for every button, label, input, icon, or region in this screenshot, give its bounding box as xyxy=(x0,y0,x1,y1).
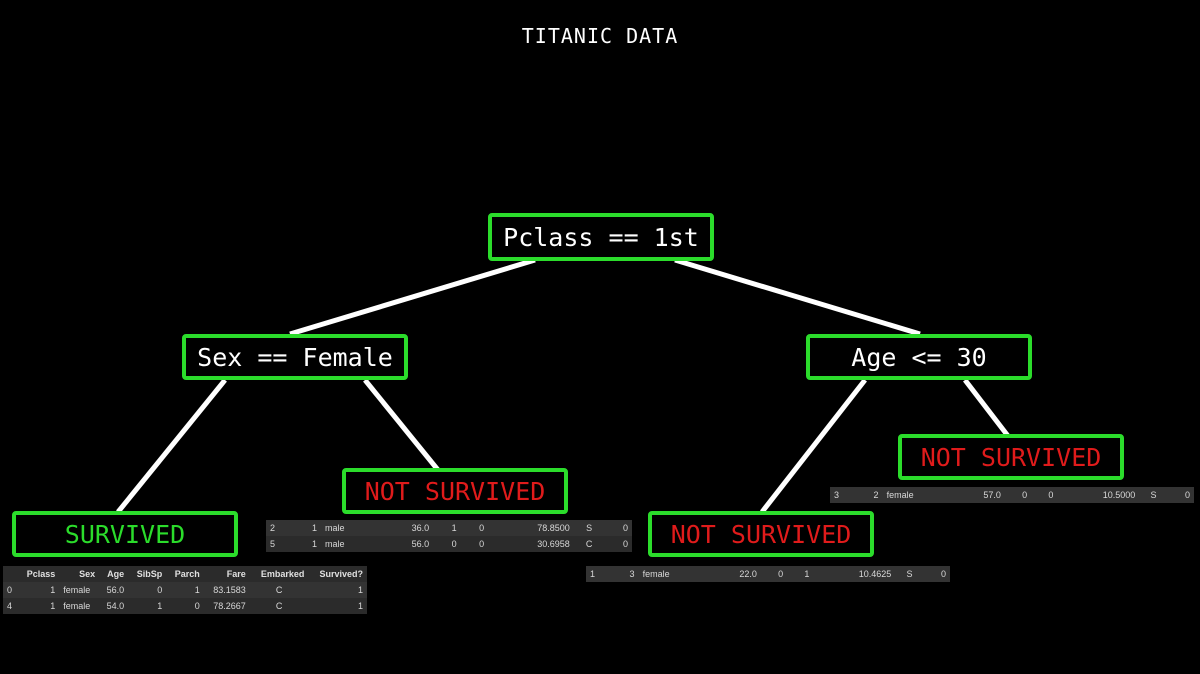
table-row: 4 1 female 54.0 1 0 78.2667 C 1 xyxy=(3,598,367,614)
table-cell: 1 xyxy=(787,566,814,582)
survived-table: Pclass Sex Age SibSp Parch Fare Embarked… xyxy=(3,566,367,614)
table-cell: male xyxy=(325,539,345,549)
edge-right-left-notsurvived xyxy=(760,378,867,514)
table-row: 5 1 male 56.0 0 0 30.6958 C 0 xyxy=(266,536,632,552)
table-cell: female xyxy=(63,601,91,611)
root-node: Pclass == 1st xyxy=(488,213,714,261)
table-header: Age xyxy=(107,569,125,579)
table-cell: 0 xyxy=(1031,487,1058,503)
table-row: 2 1 male 36.0 1 0 78.8500 S 0 xyxy=(266,520,632,536)
table-cell: 22.0 xyxy=(709,566,761,582)
right-left-not-survived-table: 1 3 female 22.0 0 1 10.4625 S 0 xyxy=(586,566,950,582)
table-cell: 56.0 xyxy=(411,539,430,549)
table-cell: 3 xyxy=(830,487,857,503)
table-cell: S xyxy=(895,566,924,582)
table-cell: 1 xyxy=(17,582,60,598)
table-header: Pclass xyxy=(26,569,56,579)
table-cell: 1 xyxy=(311,539,317,549)
table-cell: female xyxy=(638,566,710,582)
sex-node: Sex == Female xyxy=(182,334,408,380)
table-cell: C xyxy=(585,539,593,549)
table-row: 0 1 female 56.0 0 1 83.1583 C 1 xyxy=(3,582,367,598)
table-cell: 1 xyxy=(50,601,56,611)
table-cell: 0 xyxy=(760,566,788,582)
age-node: Age <= 30 xyxy=(806,334,1032,380)
table-header: SibSp xyxy=(136,569,163,579)
table-row: 3 2 female 57.0 0 0 10.5000 S 0 xyxy=(830,487,1194,503)
table-row: 1 3 female 22.0 0 1 10.4625 S 0 xyxy=(586,566,950,582)
table-cell: 3 xyxy=(612,566,639,582)
table-cell: S xyxy=(573,520,605,536)
table-cell: 0 xyxy=(604,520,632,536)
table-cell: 83.1583 xyxy=(203,582,250,598)
table-header xyxy=(3,566,18,582)
table-cell: 1 xyxy=(157,601,163,611)
table-header-row: Pclass Sex Age SibSp Parch Fare Embarked… xyxy=(3,566,367,582)
table-cell: female xyxy=(882,487,954,503)
table-cell: 5 xyxy=(270,539,276,549)
table-cell: 1 xyxy=(293,520,321,536)
left-not-survived-table: 2 1 male 36.0 1 0 78.8500 S 0 5 1 male 5… xyxy=(266,520,632,552)
table-cell: 57.0 xyxy=(953,487,1005,503)
table-cell: 0 xyxy=(460,520,489,536)
table-cell: C xyxy=(275,601,283,611)
table-cell: 78.8500 xyxy=(488,520,574,536)
table-cell: S xyxy=(1139,487,1168,503)
table-cell: 1 xyxy=(357,601,363,611)
table-cell: 2 xyxy=(266,520,294,536)
table-header: Embarked xyxy=(260,569,305,579)
table-cell: 0 xyxy=(3,582,18,598)
not-survived-leaf-right-left: NOT SURVIVED xyxy=(648,511,874,557)
table-cell: female xyxy=(59,582,100,598)
table-cell: 0 xyxy=(1167,487,1194,503)
table-cell: 10.4625 xyxy=(813,566,896,582)
table-header: Survived? xyxy=(319,569,363,579)
table-cell: 36.0 xyxy=(379,520,434,536)
table-cell: 78.2667 xyxy=(213,601,246,611)
not-survived-leaf-right-right: NOT SURVIVED xyxy=(898,434,1124,480)
table-header: Parch xyxy=(174,569,200,579)
table-cell: 1 xyxy=(586,566,613,582)
not-survived-leaf-left: NOT SURVIVED xyxy=(342,468,568,514)
table-cell: 1 xyxy=(433,520,461,536)
edge-left-notsurvived xyxy=(363,378,440,472)
table-header: Fare xyxy=(226,569,246,579)
page-title: TITANIC DATA xyxy=(521,24,679,48)
table-cell: C xyxy=(249,582,309,598)
table-cell: 54.0 xyxy=(106,601,125,611)
edge-right-right-notsurvived xyxy=(963,378,1010,438)
table-cell: 0 xyxy=(451,539,457,549)
edge-root-left xyxy=(289,257,536,337)
table-cell: 2 xyxy=(856,487,883,503)
table-cell: 0 xyxy=(923,566,950,582)
table-cell: 0 xyxy=(479,539,485,549)
table-cell: 0 xyxy=(194,601,200,611)
edge-left-survived xyxy=(116,378,227,514)
edge-root-right xyxy=(674,257,921,337)
table-cell: male xyxy=(321,520,380,536)
table-cell: 0 xyxy=(1004,487,1032,503)
table-cell: 0 xyxy=(622,539,628,549)
survived-leaf: SURVIVED xyxy=(12,511,238,557)
table-cell: 1 xyxy=(166,582,204,598)
table-header: Sex xyxy=(79,569,96,579)
table-cell: 56.0 xyxy=(99,582,129,598)
table-cell: 0 xyxy=(128,582,167,598)
table-cell: 30.6958 xyxy=(537,539,570,549)
table-cell: 4 xyxy=(7,601,13,611)
table-cell: 1 xyxy=(308,582,367,598)
right-right-not-survived-table: 3 2 female 57.0 0 0 10.5000 S 0 xyxy=(830,487,1194,503)
table-cell: 10.5000 xyxy=(1057,487,1140,503)
